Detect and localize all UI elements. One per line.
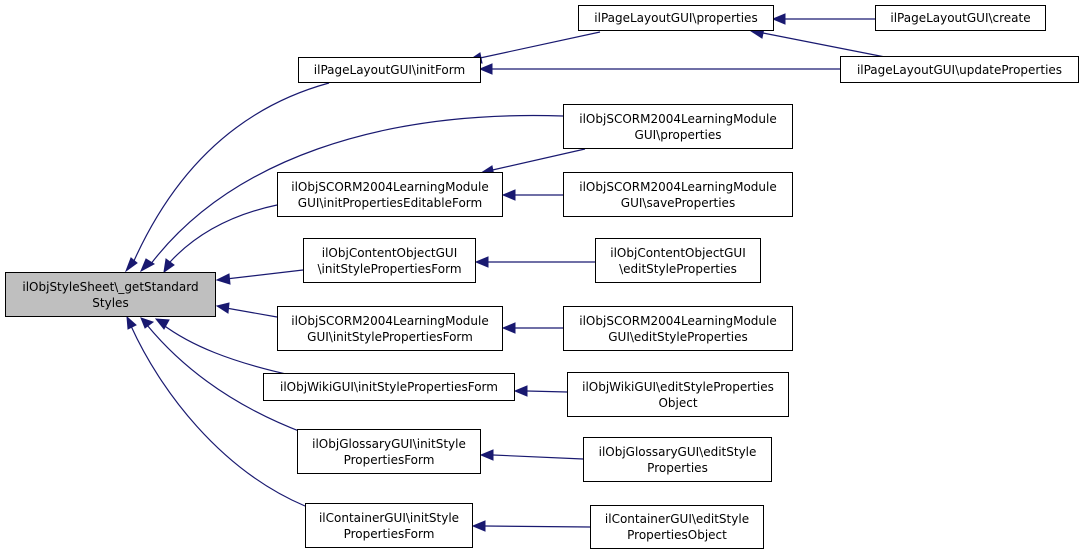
edge-gledit-to-glinit	[492, 454, 584, 460]
arrowhead-wikiedit-wikiinit	[513, 385, 528, 397]
node-glossary-editstyleproperties-line2: Properties	[647, 460, 708, 475]
node-contentobject-initstylepropertiesform-line2: \initStylePropertiesForm	[317, 261, 462, 276]
arrowhead-plcreate-plprops	[771, 13, 786, 25]
node-glossary-initstylepropertiesform-line2: PropertiesForm	[343, 452, 435, 467]
node-scorm-saveproperties-line2: GUI\saveProperties	[620, 195, 736, 210]
arrowhead-glinit-root	[140, 317, 155, 329]
arrowhead-gledit-glinit	[479, 449, 494, 461]
arrowhead-scormprops-root	[139, 258, 155, 273]
node-getstandardstyles-line2: Styles	[92, 295, 129, 310]
node-wiki-initstylepropertiesform-line1: ilObjWikiGUI\initStylePropertiesForm	[280, 380, 498, 394]
node-container-initstylepropertiesform-line2: PropertiesForm	[343, 526, 435, 541]
node-wiki-editstylepropertiesobject-line2: Object	[658, 395, 698, 410]
arrowhead-scormeditstyle-scorminitstyle	[501, 322, 516, 334]
edge-plupdate-to-plprops	[762, 32, 886, 58]
edge-wikiedit-to-wikiinit	[526, 390, 568, 393]
node-contentobject-initstylepropertiesform[interactable]: ilObjContentObjectGUI \initStyleProperti…	[303, 238, 476, 283]
node-container-editstylepropertiesobject-line1: ilContainerGUI\editStyle	[604, 512, 750, 526]
node-container-initstylepropertiesform-line1: ilContainerGUI\initStyle	[318, 510, 460, 525]
edge-scorminitstyle-to-root	[225, 307, 278, 318]
arrowhead-scorminitprops-root	[163, 258, 175, 274]
node-wiki-initstylepropertiesform[interactable]: ilObjWikiGUI\initStylePropertiesForm	[263, 373, 515, 401]
edge-plinitform-to-root	[132, 82, 330, 264]
node-scorm-properties-line1: ilObjSCORM2004LearningModule	[579, 111, 777, 126]
node-container-editstylepropertiesobject-line2: PropertiesObject	[627, 528, 727, 542]
arrowhead-plupdate-plinitform	[478, 63, 493, 75]
node-pagelayout-properties[interactable]: ilPageLayoutGUI\properties	[578, 5, 774, 31]
node-scorm-saveproperties[interactable]: ilObjSCORM2004LearningModule GUI\savePro…	[563, 172, 793, 217]
node-scorm-initstylepropertiesform-line2: GUI\initStylePropertiesForm	[307, 329, 473, 344]
node-container-editstylepropertiesobject[interactable]: ilContainerGUI\editStyle PropertiesObjec…	[590, 505, 764, 549]
arrowhead-coedit-coinit	[474, 256, 489, 268]
edge-coinit-to-root	[225, 269, 304, 280]
node-contentobject-editstyleproperties[interactable]: ilObjContentObjectGUI \editStyleProperti…	[595, 238, 761, 283]
edge-wikiinit-to-root	[161, 323, 296, 377]
node-glossary-initstylepropertiesform-line1: ilObjGlossaryGUI\initStyle	[312, 436, 466, 451]
node-pagelayout-initform[interactable]: ilPageLayoutGUI\initForm	[298, 57, 481, 83]
edge-continit-to-root	[130, 325, 306, 507]
edge-glinit-to-root	[146, 324, 305, 434]
arrowhead-coinit-root	[215, 273, 231, 285]
node-contentobject-initstylepropertiesform-line1: ilObjContentObjectGUI	[321, 245, 458, 260]
node-contentobject-editstyleproperties-line1: ilObjContentObjectGUI	[610, 245, 746, 260]
node-getstandardstyles[interactable]: ilObjStyleSheet\_getStandard Styles	[5, 272, 216, 317]
node-scorm-properties[interactable]: ilObjSCORM2004LearningModule GUI\propert…	[563, 104, 793, 149]
edge-scormprops-to-root	[149, 114, 564, 266]
node-scorm-initstylepropertiesform[interactable]: ilObjSCORM2004LearningModule GUI\initSty…	[277, 306, 503, 351]
node-scorm-editstyleproperties-line1: ilObjSCORM2004LearningModule	[579, 313, 777, 328]
node-scorm-initpropertieseditableform-line2: GUI\initPropertiesEditableForm	[297, 195, 483, 210]
node-scorm-editstyleproperties[interactable]: ilObjSCORM2004LearningModule GUI\editSty…	[563, 306, 793, 351]
arrowhead-plinitform-root	[124, 257, 138, 273]
arrowhead-wikiinit-root	[154, 318, 170, 330]
node-pagelayout-create[interactable]: ilPageLayoutGUI\create	[875, 5, 1046, 31]
arrowhead-scormsave-scorminitprops	[501, 189, 516, 201]
node-pagelayout-updateproperties[interactable]: ilPageLayoutGUI\updateProperties	[840, 56, 1079, 83]
edge-contedit-to-continit	[484, 525, 591, 528]
arrowhead-scorminitstyle-root	[215, 302, 230, 314]
node-glossary-initstylepropertiesform[interactable]: ilObjGlossaryGUI\initStyle PropertiesFor…	[297, 429, 481, 474]
arrowhead-contedit-continit	[471, 520, 486, 532]
node-pagelayout-initform-line1: ilPageLayoutGUI\initForm	[313, 63, 466, 77]
node-scorm-saveproperties-line1: ilObjSCORM2004LearningModule	[579, 179, 777, 194]
node-contentobject-editstyleproperties-line2: \editStyleProperties	[619, 261, 737, 276]
edge-scorminitprops-to-root	[169, 204, 278, 263]
edge-scormprops-to-scorminitprops	[487, 148, 586, 172]
node-pagelayout-properties-line1: ilPageLayoutGUI\properties	[594, 11, 758, 25]
node-scorm-initpropertieseditableform[interactable]: ilObjSCORM2004LearningModule GUI\initPro…	[277, 172, 503, 217]
node-glossary-editstyleproperties-line1: ilObjGlossaryGUI\editStyle	[598, 444, 757, 459]
node-getstandardstyles-line1: ilObjStyleSheet\_getStandard	[22, 279, 199, 294]
node-scorm-editstyleproperties-line2: GUI\editStyleProperties	[608, 329, 748, 344]
node-container-initstylepropertiesform[interactable]: ilContainerGUI\initStyle PropertiesForm	[305, 503, 473, 548]
node-wiki-editstylepropertiesobject-line1: ilObjWikiGUI\editStyleProperties	[582, 379, 774, 394]
node-scorm-initstylepropertiesform-line1: ilObjSCORM2004LearningModule	[291, 313, 489, 328]
node-pagelayout-updateproperties-line1: ilPageLayoutGUI\updateProperties	[856, 62, 1063, 77]
node-scorm-initpropertieseditableform-line1: ilObjSCORM2004LearningModule	[291, 179, 489, 194]
node-scorm-properties-line2: GUI\properties	[634, 127, 722, 142]
node-wiki-editstylepropertiesobject[interactable]: ilObjWikiGUI\editStyleProperties Object	[567, 372, 789, 417]
edge-plprops-to-plinitform	[479, 31, 601, 59]
node-glossary-editstyleproperties[interactable]: ilObjGlossaryGUI\editStyle Properties	[583, 437, 772, 482]
arrowhead-continit-root	[126, 315, 137, 330]
node-pagelayout-create-line1: ilPageLayoutGUI\create	[890, 11, 1031, 25]
